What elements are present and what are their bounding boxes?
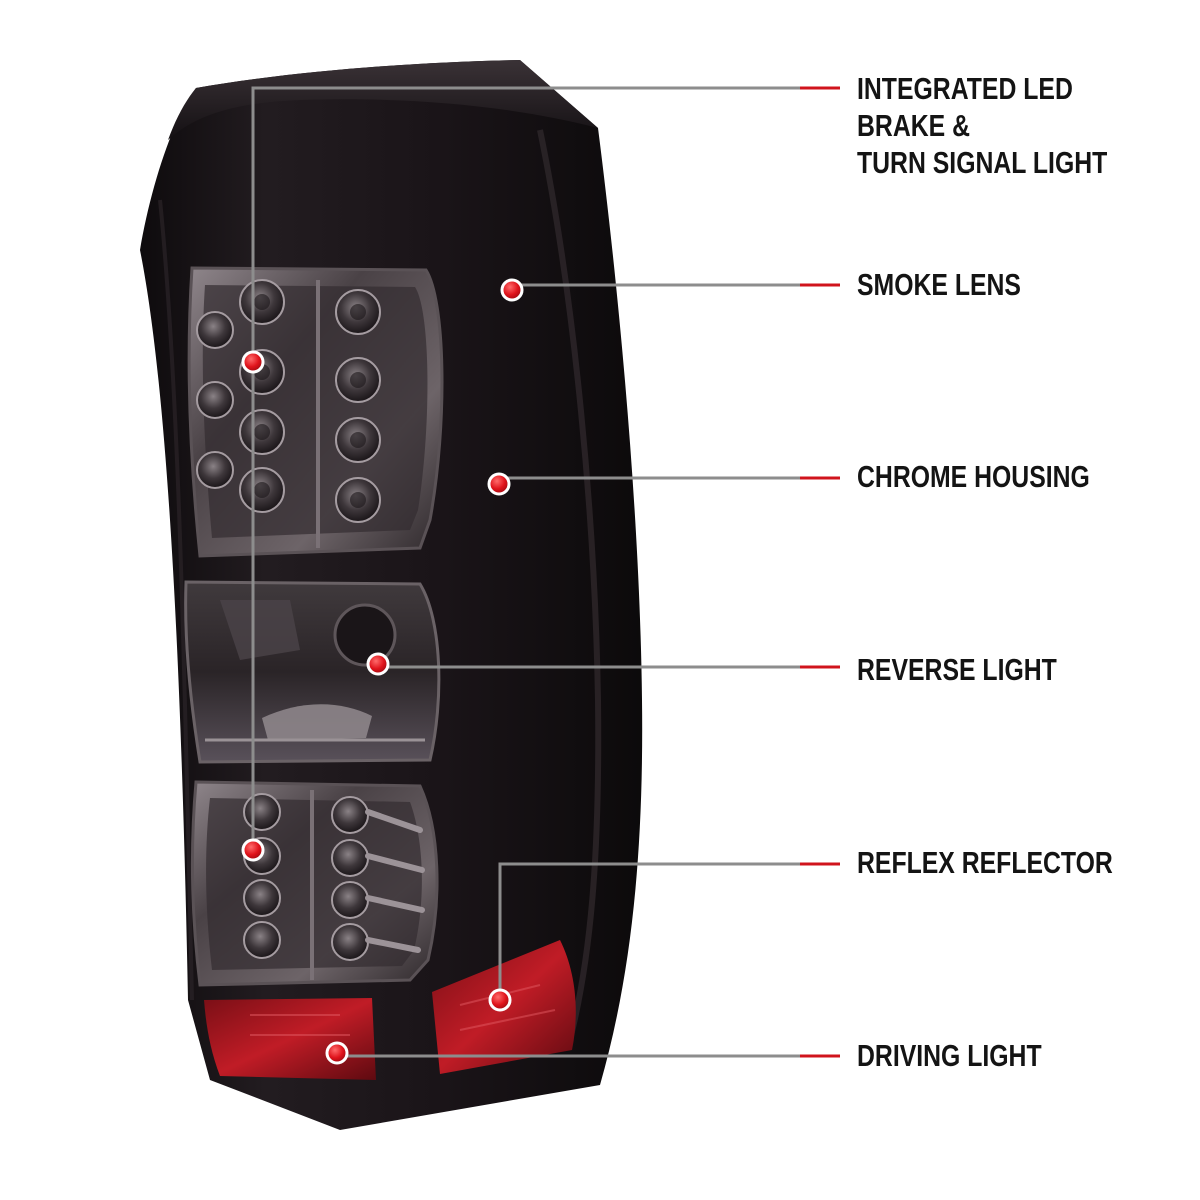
- callout-dot-led-upper: [241, 350, 265, 374]
- callout-dot-chrome-housing: [487, 472, 511, 496]
- leader-lines: [251, 86, 840, 1058]
- leader-line-reflex-reflector: [498, 862, 820, 998]
- callout-label-led-brake-turn: INTEGRATED LED BRAKE & TURN SIGNAL LIGHT: [857, 71, 1108, 180]
- callout-label-reverse-light: REVERSE LIGHT: [857, 652, 1057, 687]
- upper-led-chamber: [187, 266, 444, 558]
- callout-dot-led-lower: [241, 838, 265, 862]
- lower-led-chamber: [191, 780, 439, 987]
- callout-dot-reflex-reflector: [488, 988, 512, 1012]
- callout-label-reflex-reflector: REFLEX REFLECTOR: [857, 845, 1113, 880]
- callout-label-smoke-lens: SMOKE LENS: [857, 267, 1021, 302]
- callout-dot-smoke-lens: [500, 278, 524, 302]
- reverse-chamber: [184, 580, 441, 764]
- callout-dot-reverse-light: [366, 652, 390, 676]
- callout-dots: [241, 278, 524, 1065]
- callout-dot-driving-light: [325, 1041, 349, 1065]
- callout-label-driving-light: DRIVING LIGHT: [857, 1038, 1042, 1073]
- callout-label-chrome-housing: CHROME HOUSING: [857, 459, 1090, 494]
